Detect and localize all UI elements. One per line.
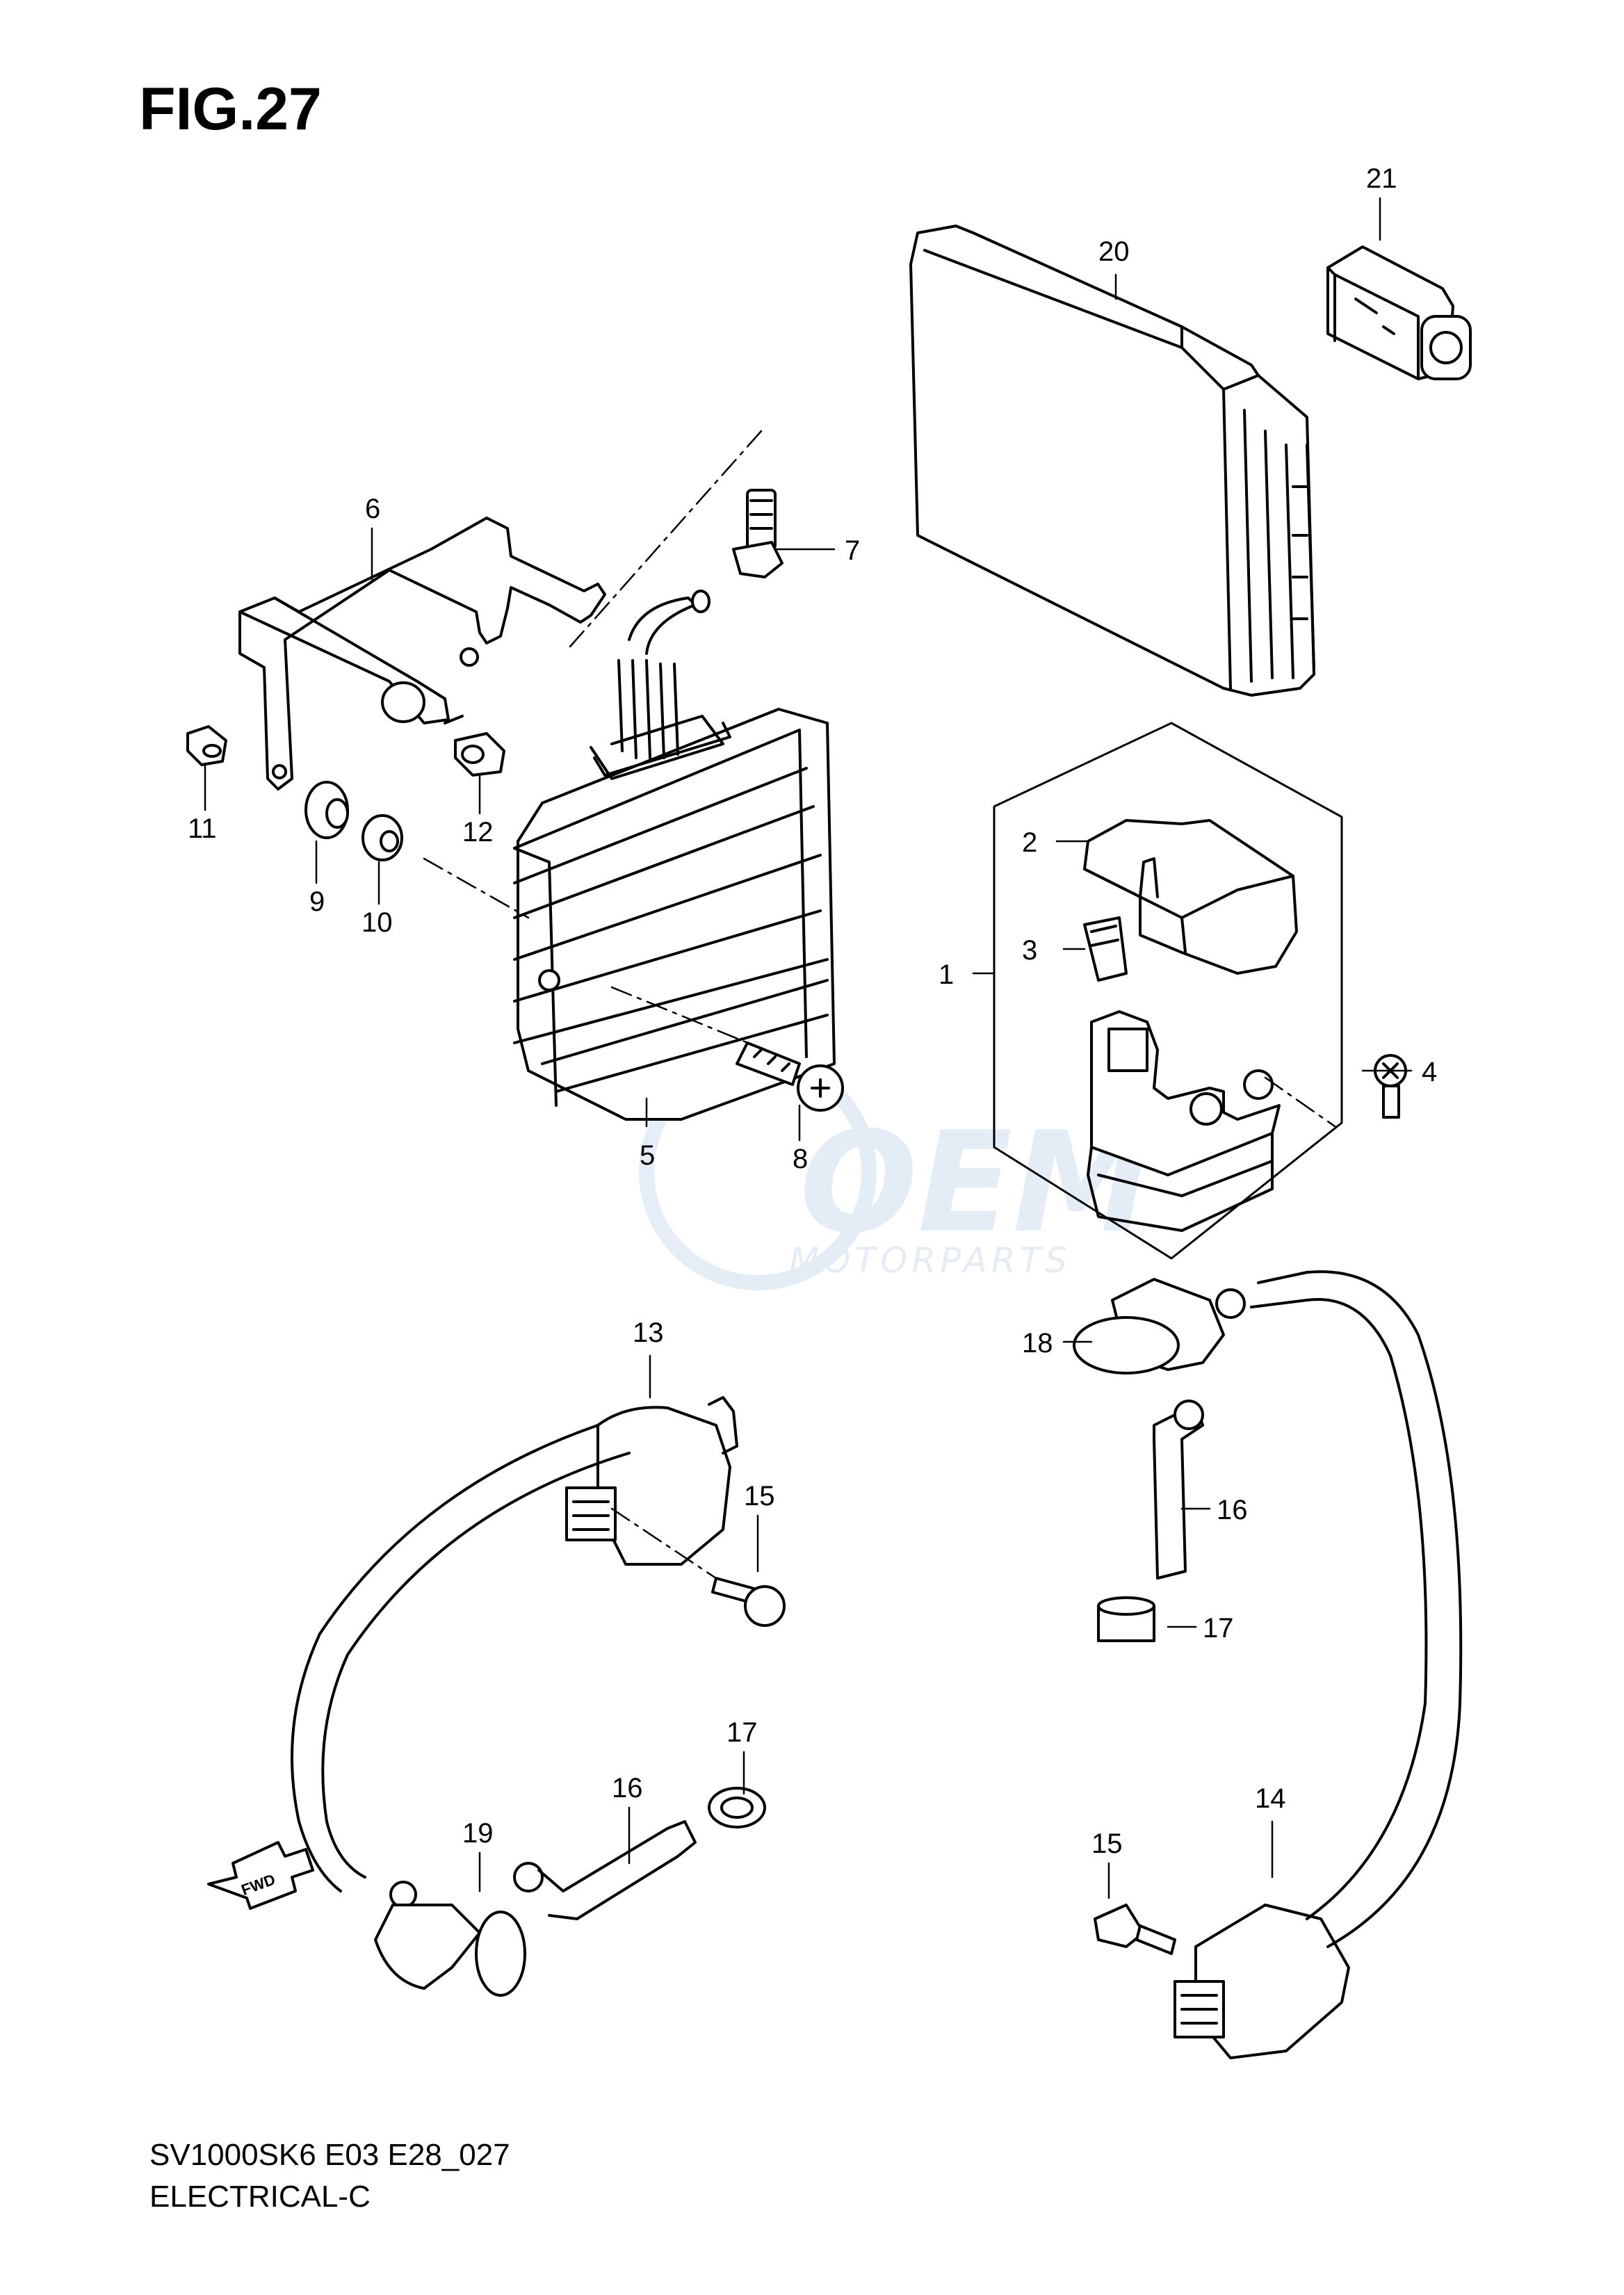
callout-3: 3 <box>1022 935 1037 966</box>
cap-17a <box>708 1787 766 1828</box>
plug-lead-16a <box>513 1820 697 1920</box>
callout-21: 21 <box>1366 163 1397 194</box>
callout-2: 2 <box>1022 827 1037 858</box>
callout-17a: 17 <box>726 1717 758 1748</box>
fwd-arrow-icon: FWD <box>207 1841 314 1910</box>
callout-16a: 16 <box>612 1773 643 1803</box>
callout-9: 9 <box>309 886 325 917</box>
leader-lines <box>204 197 1413 1899</box>
callout-1: 1 <box>939 959 954 990</box>
plug-lead-16b <box>1153 1400 1204 1580</box>
callout-11: 11 <box>188 813 217 844</box>
callout-15b: 15 <box>1091 1828 1123 1859</box>
bolt-7 <box>732 489 783 578</box>
grommet-9 <box>304 781 349 839</box>
screw-4 <box>1374 1054 1407 1119</box>
footer-section: ELECTRICAL-C <box>149 2180 371 2214</box>
nut-12 <box>454 732 505 777</box>
callout-5: 5 <box>640 1140 655 1171</box>
watermark-sub: MOTORPARTS <box>789 1240 1071 1281</box>
relay-connector <box>1326 245 1472 380</box>
plug-cap-18 <box>1073 1278 1246 1374</box>
starter-relay-kit-frame <box>993 722 1343 1260</box>
ecm-unit <box>909 225 1315 697</box>
callout-15a: 15 <box>744 1481 775 1511</box>
starter-relay-body <box>1087 1010 1281 1232</box>
bolt-15a <box>711 1577 786 1627</box>
cap-17b <box>1097 1596 1155 1642</box>
dash-guides <box>423 430 1336 1580</box>
callout-16b: 16 <box>1217 1495 1248 1525</box>
ignition-coil-14 <box>1174 1270 1463 2059</box>
ignition-coil-13 <box>291 1396 738 1892</box>
callout-17b: 17 <box>1203 1613 1234 1644</box>
callout-7: 7 <box>845 535 860 566</box>
footer-model-code: SV1000SK6 E03 E28_027 <box>149 2138 510 2172</box>
callout-4: 4 <box>1422 1057 1437 1087</box>
callout-12: 12 <box>462 817 494 848</box>
relay-cover-2 <box>1083 819 1298 975</box>
mounting-bracket <box>238 517 606 790</box>
callout-18: 18 <box>1022 1328 1053 1359</box>
callout-6: 6 <box>365 494 380 524</box>
callout-8: 8 <box>793 1144 808 1174</box>
callout-10: 10 <box>362 907 393 938</box>
bolt-8 <box>736 1041 844 1112</box>
plug-cap-19 <box>374 1881 526 1997</box>
callout-13: 13 <box>633 1317 664 1348</box>
callout-20: 20 <box>1098 236 1130 267</box>
fuse-3 <box>1083 916 1128 982</box>
nut-11 <box>186 725 227 766</box>
regulator-rectifier <box>513 590 836 1121</box>
callout-19: 19 <box>462 1818 494 1849</box>
callout-numbers: 1 2 3 4 5 6 7 8 9 10 11 12 13 14 15 15 1… <box>188 163 1437 1859</box>
collar-10 <box>362 814 403 861</box>
figure-title: FIG.27 <box>139 76 322 143</box>
bolt-15b <box>1094 1904 1176 1955</box>
callout-14: 14 <box>1255 1783 1286 1814</box>
